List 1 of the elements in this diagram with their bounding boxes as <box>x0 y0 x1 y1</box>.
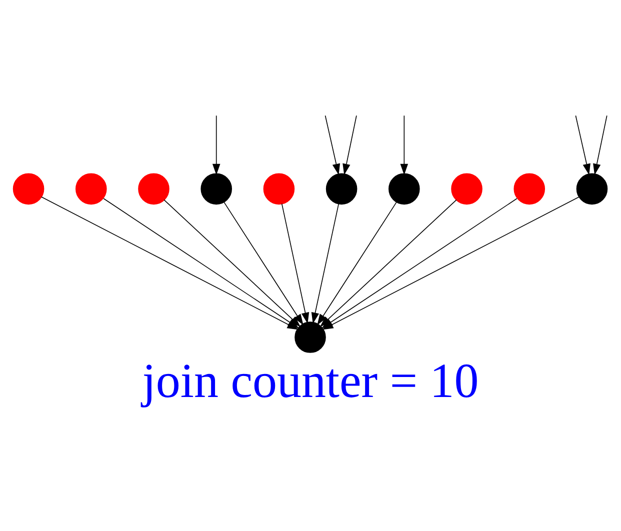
caption: join counter = 10 <box>142 352 479 408</box>
